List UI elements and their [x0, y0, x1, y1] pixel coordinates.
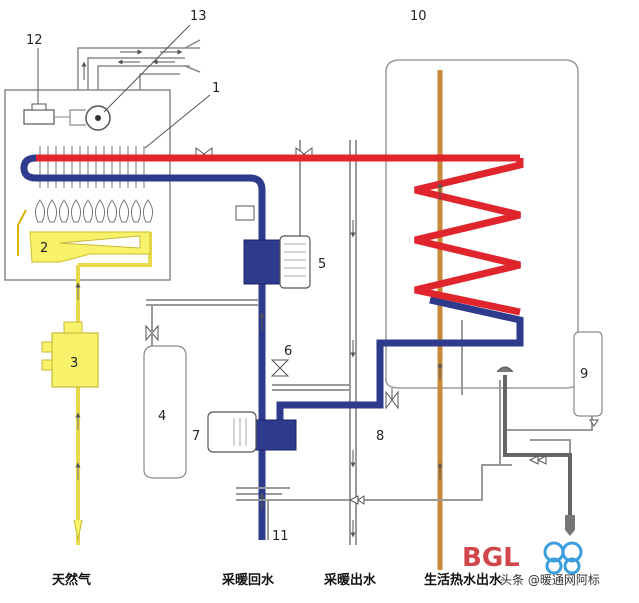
leader-1 [144, 94, 211, 149]
fan-hub [95, 115, 101, 121]
flue-pipes [77, 39, 201, 90]
gas-line [76, 232, 152, 545]
label-1: 1 [212, 81, 220, 96]
watermark-88-icon [543, 541, 583, 575]
pump-motor-lines [233, 418, 247, 446]
label-5: 5 [318, 257, 326, 272]
ignition-electrode [17, 209, 27, 256]
fan-housing [69, 109, 86, 126]
heating-return-pipe [20, 154, 524, 540]
gas-valve-coil-1 [41, 341, 53, 353]
label-3: 3 [70, 356, 78, 371]
gas-inlet-tip [73, 519, 83, 541]
watermark-text: 头条 @暖通网阿标 [500, 573, 600, 587]
label-2: 2 [40, 241, 48, 256]
watermark-logo: BGL [462, 543, 520, 573]
caption-gas: 天然气 [52, 572, 91, 588]
diverter-lines [284, 243, 306, 277]
label-4: 4 [158, 409, 166, 424]
flow-arrows [259, 182, 443, 538]
pump-motor [207, 411, 257, 453]
caption-dhw: 生活热水出水 [424, 572, 503, 588]
pressure-sensor [235, 205, 255, 221]
burner-flames [34, 199, 154, 223]
label-12: 12 [26, 33, 43, 48]
label-7: 7 [192, 429, 200, 444]
label-8: 8 [376, 429, 384, 444]
pressure-switch [23, 109, 55, 125]
gas-valve-top [63, 321, 83, 334]
expansion-tank [143, 345, 187, 479]
gas-valve-coil-2 [41, 359, 53, 371]
dhw-inlet-cap [496, 366, 514, 373]
dhw-cold-grey [503, 375, 572, 515]
label-11: 11 [272, 529, 289, 544]
label-13: 13 [190, 9, 207, 24]
label-9: 9 [580, 367, 588, 382]
diverter-actuator [279, 235, 311, 289]
leader-13 [103, 24, 191, 113]
cold-water-pipes [146, 140, 593, 545]
fill-connection [236, 487, 290, 540]
circulation-pump [255, 419, 297, 451]
caption-heating-supply: 采暖出水 [323, 572, 377, 588]
label-6: 6 [284, 344, 292, 359]
caption-heating-return: 采暖回水 [221, 572, 275, 588]
label-10: 10 [410, 9, 427, 24]
dhw-expansion-vessel [573, 331, 603, 417]
heat-exchanger-fins [39, 146, 145, 188]
burner-venturi [59, 235, 141, 249]
dhw-outlet-valve [565, 515, 575, 536]
diverter-valve [243, 239, 281, 285]
pressure-switch-top [31, 103, 47, 111]
heating-supply-pipe [36, 154, 524, 316]
